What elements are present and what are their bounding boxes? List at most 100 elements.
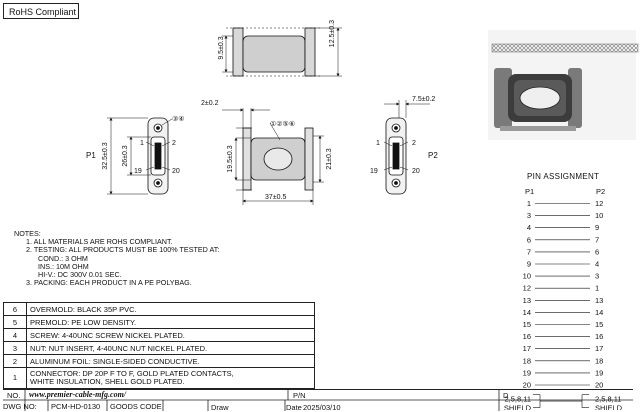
pin-header-p2: P2 bbox=[596, 187, 605, 196]
pin-p2-number: 18 bbox=[595, 356, 603, 365]
dim-left-2: 2±0.2 bbox=[201, 100, 219, 107]
label-p2: P2 bbox=[428, 151, 438, 160]
bill-of-materials: 6 OVERMOLD: BLACK 35P PVC. 5 PREMOLD: PE… bbox=[3, 302, 315, 389]
pin-p1-number: 9 bbox=[527, 260, 531, 269]
dim-height-top: 9.5±0.3 bbox=[218, 36, 225, 59]
right-pin-19: 19 bbox=[370, 168, 378, 175]
pin-p1-number: 10 bbox=[523, 272, 531, 281]
shield-right-label: SHIELD bbox=[595, 404, 623, 410]
note-2: 2. TESTING: ALL PRODUCTS MUST BE 100% TE… bbox=[26, 245, 220, 255]
rohs-badge: RoHS Compliant bbox=[3, 3, 79, 19]
pin-p2-number: 12 bbox=[595, 199, 603, 208]
pin-p2-number: 15 bbox=[595, 320, 603, 329]
dim-right-7-5: 7.5±0.2 bbox=[412, 96, 435, 103]
footer-date: Date bbox=[286, 403, 302, 412]
dim-left-26: 26±0.3 bbox=[122, 145, 129, 166]
label-p1: P1 bbox=[86, 151, 96, 160]
pin-p1-number: 17 bbox=[523, 344, 531, 353]
pin-p2-number: 10 bbox=[595, 211, 603, 220]
pin-p1-number: 6 bbox=[527, 235, 531, 244]
bom-no: 2 bbox=[3, 354, 27, 368]
pin-p1-number: 12 bbox=[523, 284, 531, 293]
footer-no: NO. bbox=[7, 391, 21, 400]
pin-p2-number: 20 bbox=[595, 381, 603, 390]
shield-left-pins: 2,5,8,11 bbox=[504, 395, 531, 404]
footer-goods-code: GOODS CODE bbox=[110, 402, 162, 411]
bom-no: 4 bbox=[3, 328, 27, 342]
pin-p2-number: 4 bbox=[595, 260, 599, 269]
pin-p2-number: 19 bbox=[595, 368, 603, 377]
pin-p2-number: 7 bbox=[595, 235, 599, 244]
footer-date-value: 2025/03/10 bbox=[303, 403, 341, 412]
pin-p2-number: 1 bbox=[595, 284, 599, 293]
pin-p1-number: 13 bbox=[523, 296, 531, 305]
product-illustration bbox=[488, 30, 639, 140]
side-view bbox=[222, 108, 324, 205]
pin-p2-number: 13 bbox=[595, 296, 603, 305]
footer-d: D bbox=[503, 391, 509, 400]
title-block: NO. www.premier-cable-mfg.com/ P/N DWG N… bbox=[3, 389, 633, 412]
pin-p2-number: 3 bbox=[595, 272, 599, 281]
pin-p1-number: 3 bbox=[527, 211, 531, 220]
right-pin-1: 1 bbox=[376, 140, 380, 147]
pin-p1-number: 15 bbox=[523, 320, 531, 329]
dim-height-top-2: 12.5±0.3 bbox=[329, 20, 336, 47]
pin-p1-number: 1 bbox=[527, 199, 531, 208]
pin-p1-number: 19 bbox=[523, 368, 531, 377]
footer-dwg-no: DWG NO: bbox=[3, 402, 37, 411]
bom-desc: SCREW: 4-40UNC SCREW NICKEL PLATED. bbox=[26, 328, 315, 342]
dim-width-37: 37±0.5 bbox=[265, 194, 286, 201]
bom-no: 3 bbox=[3, 341, 27, 355]
footer-pn: P/N bbox=[293, 391, 306, 400]
footer-draw: Draw bbox=[211, 403, 229, 412]
note-1: 1. ALL MATERIALS ARE ROHS COMPLIANT. bbox=[26, 237, 173, 247]
left-end-view bbox=[107, 117, 173, 195]
pin-p1-number: 14 bbox=[523, 308, 531, 317]
note-2-hiv: HI-V.: DC 300V 0.01 SEC. bbox=[38, 270, 122, 280]
pin-p1-number: 16 bbox=[523, 332, 531, 341]
footer-dwg-value: PCM-HD-0130 bbox=[51, 402, 101, 411]
right-pin-2: 2 bbox=[412, 140, 416, 147]
pin-p1-number: 18 bbox=[523, 356, 531, 365]
pin-p2-number: 17 bbox=[595, 344, 603, 353]
shield-left-label: SHIELD bbox=[504, 404, 532, 410]
bom-desc: ALUMINUM FOIL: SINGLE-SIDED CONDUCTIVE. bbox=[26, 354, 315, 368]
pin-p1-number: 7 bbox=[527, 247, 531, 256]
top-view bbox=[222, 27, 342, 77]
bom-row: 3 NUT: NUT INSERT, 4-40UNC NUT NICKEL PL… bbox=[3, 341, 315, 355]
bom-desc-multiline: CONNECTOR: DP 20P F TO F, GOLD PLATED CO… bbox=[26, 367, 315, 389]
notes-title: NOTES: bbox=[14, 229, 41, 238]
bom-no: 6 bbox=[3, 302, 27, 316]
bom-row: 2 ALUMINUM FOIL: SINGLE-SIDED CONDUCTIVE… bbox=[3, 354, 315, 368]
note-3: 3. PACKING: EACH PRODUCT IN A PE POLYBAG… bbox=[26, 278, 192, 288]
left-pin-20: 20 bbox=[172, 168, 180, 175]
left-pin-1: 1 bbox=[140, 140, 144, 147]
callout-1256: ①②⑤⑥ bbox=[270, 120, 295, 128]
pin-p2-number: 6 bbox=[595, 247, 599, 256]
note-2-ins: INS.: 10M OHM bbox=[38, 261, 89, 271]
pin-p1-number: 4 bbox=[527, 223, 531, 232]
pin-p2-number: 9 bbox=[595, 223, 599, 232]
callout-34: ③④ bbox=[172, 115, 185, 123]
pin-p1-number: 20 bbox=[523, 381, 531, 390]
dim-left-32-5: 32.5±0.3 bbox=[102, 142, 109, 169]
right-pin-20: 20 bbox=[412, 168, 420, 175]
note-2-cond: COND.: 3 OHM bbox=[38, 253, 88, 263]
bom-row: 4 SCREW: 4-40UNC SCREW NICKEL PLATED. bbox=[3, 328, 315, 342]
bom-row: 5 PREMOLD: PE LOW DENSITY. bbox=[3, 315, 315, 329]
footer-website: www.premier-cable-mfg.com/ bbox=[29, 390, 127, 399]
left-pin-19: 19 bbox=[134, 168, 142, 175]
left-pin-2: 2 bbox=[172, 140, 176, 147]
bom-desc-line-1: CONNECTOR: DP 20P F TO F, GOLD PLATED CO… bbox=[30, 368, 234, 378]
dim-mid-19-5: 19.5±0.3 bbox=[227, 145, 234, 172]
bom-desc-line-2: WHITE INSULATION, SHELL GOLD PLATED. bbox=[30, 377, 185, 386]
pin-p2-number: 16 bbox=[595, 332, 603, 341]
bom-desc: NUT: NUT INSERT, 4-40UNC NUT NICKEL PLAT… bbox=[26, 341, 315, 355]
notes-block: NOTES: 1. ALL MATERIALS ARE ROHS COMPLIA… bbox=[14, 229, 314, 288]
bom-row: 6 OVERMOLD: BLACK 35P PVC. bbox=[3, 302, 315, 316]
bom-desc: OVERMOLD: BLACK 35P PVC. bbox=[26, 302, 315, 316]
pin-header-p1: P1 bbox=[525, 187, 534, 196]
right-end-view bbox=[383, 100, 430, 195]
